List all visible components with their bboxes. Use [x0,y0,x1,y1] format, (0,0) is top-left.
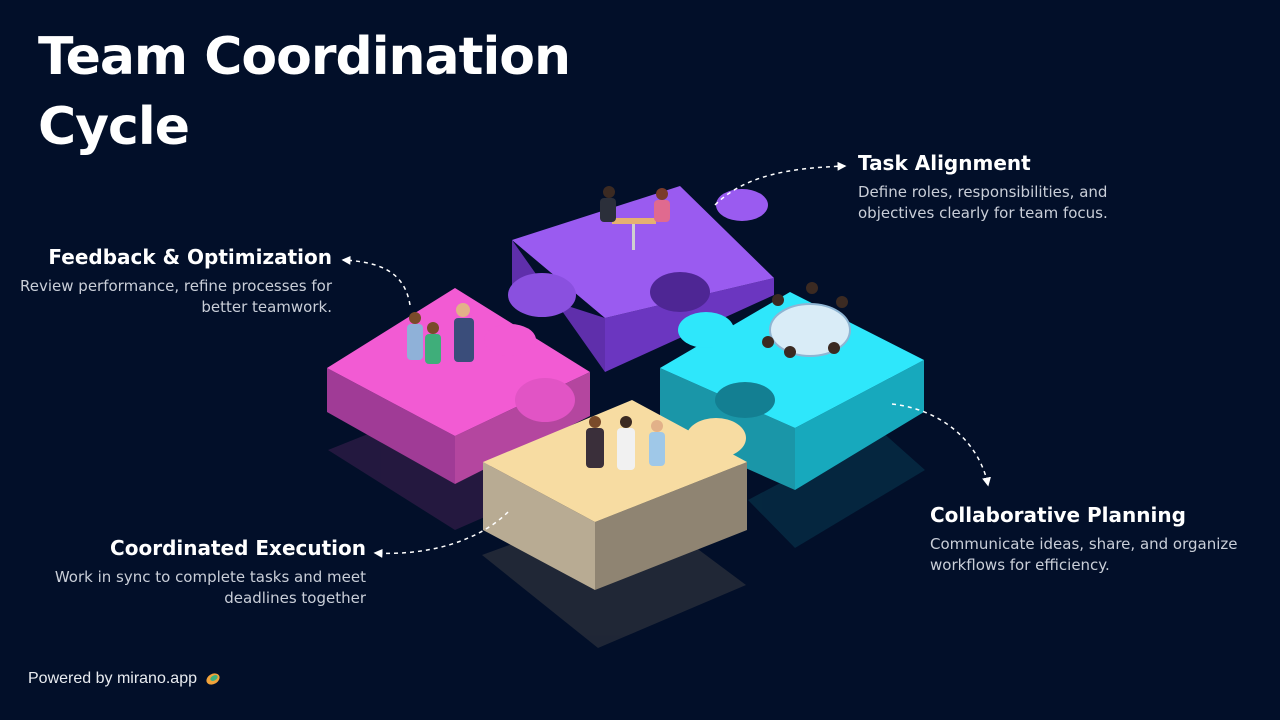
mirano-logo-icon [206,673,220,685]
puzzle-piece-task-alignment [508,186,774,372]
step-description: Define roles, responsibilities, and obje… [858,183,1108,222]
powered-by-footer[interactable]: Powered by mirano.app [28,670,221,688]
step-description: Review performance, refine processes for… [20,277,332,316]
step-task-alignment: Task Alignment Define roles, responsibil… [858,150,1178,224]
powered-by-text: Powered by mirano.app [28,670,197,687]
people-meeting-table-icon [600,186,670,250]
step-description: Work in sync to complete tasks and meet … [54,568,366,607]
step-collaborative-planning: Collaborative Planning Communicate ideas… [930,502,1250,576]
step-feedback-optimization: Feedback & Optimization Review performan… [20,244,332,318]
arrow-feedback-optimization [341,255,411,306]
arrow-coordinated-execution [373,511,509,558]
puzzle-piece-coordinated-execution [483,400,747,590]
slide-title: Team Coordination Cycle [38,27,571,157]
people-roundtable-icon [762,282,851,358]
people-team-icon [586,416,665,470]
arrow-task-alignment [714,161,847,206]
step-heading: Feedback & Optimization [48,245,332,269]
step-heading: Collaborative Planning [930,503,1186,527]
step-heading: Task Alignment [858,151,1031,175]
step-description: Communicate ideas, share, and organize w… [930,535,1238,574]
people-group-icon [407,303,474,364]
step-heading: Coordinated Execution [110,536,366,560]
step-coordinated-execution: Coordinated Execution Work in sync to co… [40,535,366,609]
arrow-collaborative-planning [891,403,991,487]
